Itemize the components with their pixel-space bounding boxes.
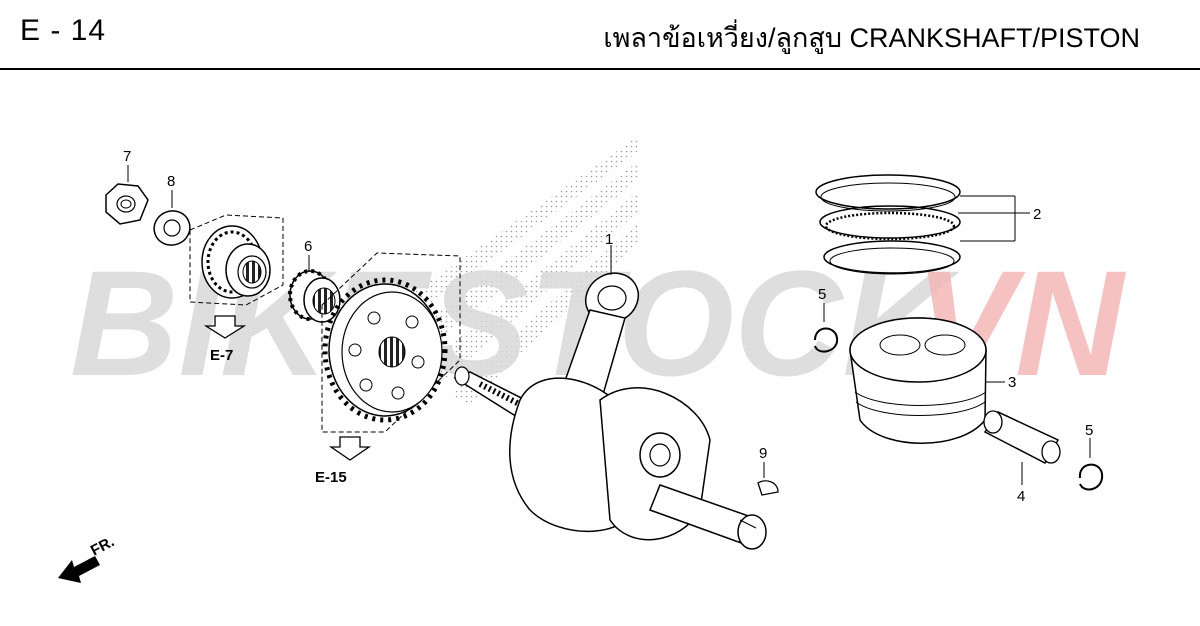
callout-6: 6 [304, 238, 312, 255]
part-4-piston-pin [983, 410, 1061, 485]
part-2-piston-rings [815, 174, 1030, 275]
callout-3: 3 [1008, 374, 1016, 391]
gear-group-e7 [189, 214, 284, 306]
callout-1: 1 [605, 231, 613, 248]
page-header: E - 14 เพลาข้อเหวี่ยง/ลูกสูบ CRANKSHAFT/… [0, 0, 1200, 70]
callout-5-right: 5 [1085, 422, 1093, 439]
callout-5-left: 5 [818, 286, 826, 303]
ref-e15-label: E-15 [315, 469, 347, 486]
callout-labels: 1 2 3 4 5 5 6 7 8 9 [123, 148, 1093, 505]
part-1-crankshaft [453, 245, 767, 550]
callout-8: 8 [167, 173, 175, 190]
callout-2: 2 [1033, 206, 1041, 223]
ref-e15: E-15 [315, 436, 372, 486]
front-indicator-label: FR. [88, 533, 117, 559]
part-5-circlip-left [814, 303, 839, 353]
gear-group-e15 [321, 252, 461, 433]
callout-4: 4 [1017, 488, 1025, 505]
page-title: เพลาข้อเหวี่ยง/ลูกสูบ CRANKSHAFT/PISTON [603, 23, 1140, 53]
page-code: E - 14 [20, 14, 107, 47]
arrow-front-icon [58, 556, 100, 583]
part-7-nut [105, 165, 149, 225]
callout-7: 7 [123, 148, 131, 165]
part-9-key [757, 462, 779, 496]
arrow-down-outline-icon [203, 315, 247, 339]
background-dot-pattern [375, 135, 640, 405]
ref-e7-label: E-7 [210, 347, 233, 364]
callout-9: 9 [759, 445, 767, 462]
front-indicator: FR. [58, 533, 117, 583]
part-6-bearing [288, 255, 341, 323]
ref-e7: E-7 [203, 315, 247, 364]
part-8-washer [153, 190, 191, 246]
part-5-circlip-right [1078, 438, 1104, 491]
arrow-down-outline-icon [328, 436, 372, 461]
part-3-piston [849, 317, 1005, 444]
